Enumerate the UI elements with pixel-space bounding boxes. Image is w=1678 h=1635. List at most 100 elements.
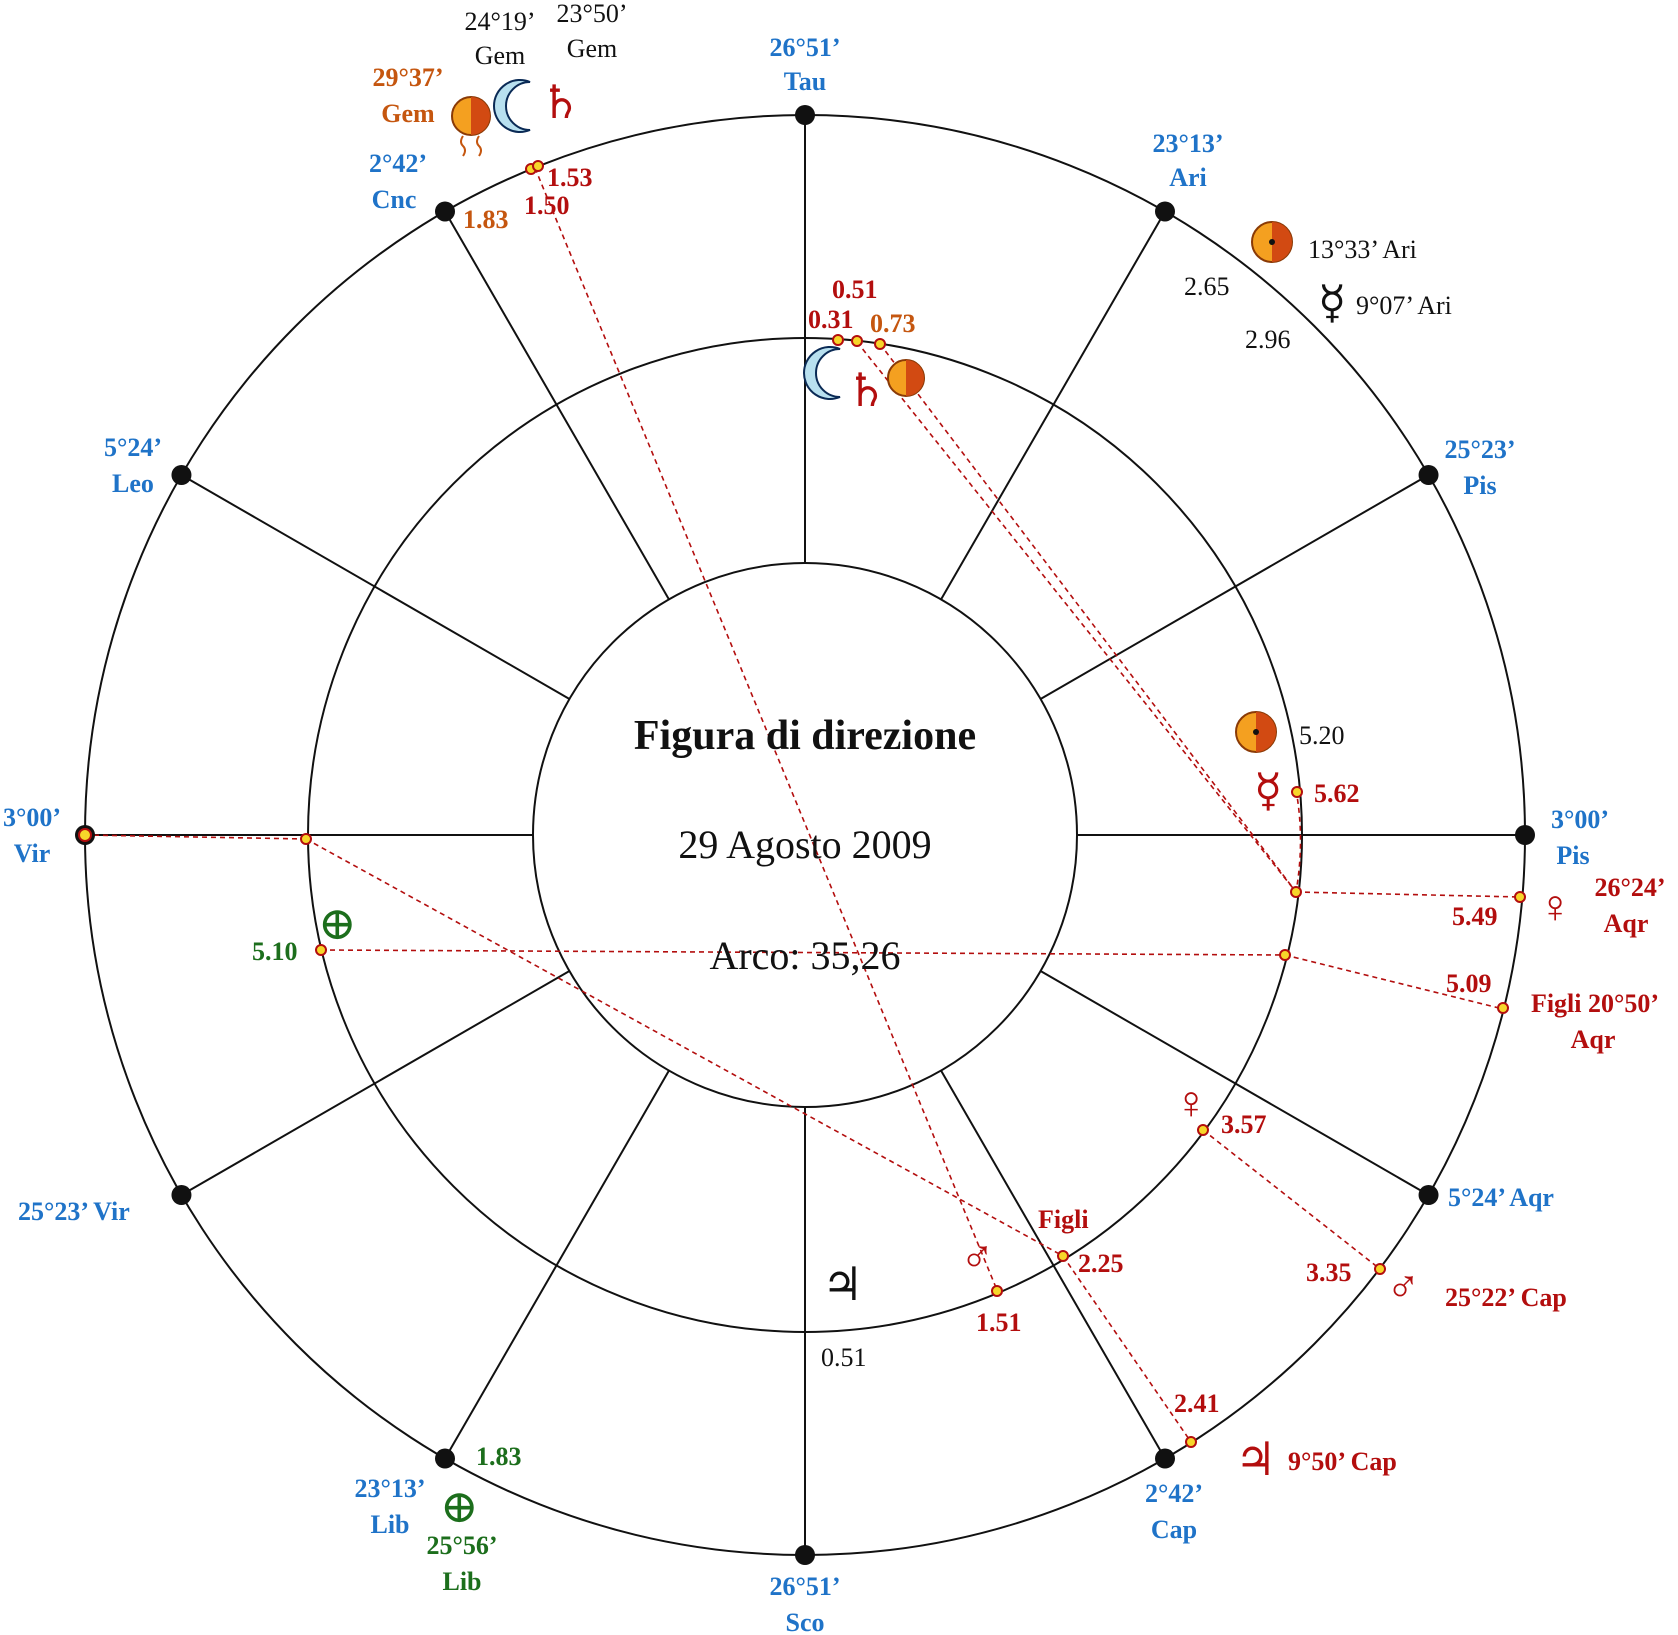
moon-icon xyxy=(803,346,841,400)
point-asc xyxy=(78,828,92,842)
cusp-label-vir-lower: 25°23’ Vir xyxy=(18,1197,130,1226)
point-sun-tau xyxy=(874,338,886,350)
cusp-dot xyxy=(1515,825,1535,845)
venus-icon: ♀ xyxy=(1174,1077,1209,1128)
label-figli: Figli xyxy=(1038,1205,1089,1234)
label-figli-aqr: Figli 20°50’Aqr xyxy=(1531,989,1659,1054)
direction-line xyxy=(856,341,1297,893)
mercury-arc xyxy=(1295,789,1302,893)
label-jupiter-cap: 9°50’ Cap xyxy=(1288,1447,1397,1476)
direction-line xyxy=(84,834,307,840)
cusp-dot xyxy=(795,105,815,125)
cusp-label-cnc: 2°42’Cnc xyxy=(369,149,427,214)
cusp-label-cap: 2°42’Cap xyxy=(1145,1479,1203,1544)
point-venus-cap xyxy=(1197,1124,1209,1136)
venus-icon: ♀ xyxy=(1538,881,1573,932)
cusp-dot xyxy=(795,1545,815,1565)
value-label: 0.73 xyxy=(870,309,916,338)
mercury-icon: ☿ xyxy=(1254,765,1282,816)
label-mars-cap: 25°22’ Cap xyxy=(1445,1283,1567,1312)
point-jupiter-cap xyxy=(1185,1436,1197,1448)
cusp-dot xyxy=(171,465,192,485)
value-label: 2.65 xyxy=(1184,272,1230,301)
cusp-label-lib: 23°13’Lib xyxy=(354,1474,425,1539)
fortune-icon: ⊕ xyxy=(318,898,357,949)
cusp-dot xyxy=(171,1185,192,1205)
mercury-icon: ☿ xyxy=(1318,277,1346,328)
point-figli-dir xyxy=(1279,949,1291,961)
house-spoke xyxy=(1040,474,1430,700)
direction-line xyxy=(534,167,998,1291)
direction-line xyxy=(305,838,1064,1257)
cusp-label-aqr: 5°24’ Aqr xyxy=(1448,1183,1554,1212)
chart-date: 29 Agosto 2009 xyxy=(678,822,931,867)
house-spoke xyxy=(180,970,570,1196)
value-label: 3.35 xyxy=(1306,1258,1352,1287)
cusp-dot xyxy=(1155,1448,1175,1469)
value-label: 2.96 xyxy=(1245,325,1291,354)
house-spoke xyxy=(940,210,1166,600)
house-spoke xyxy=(1040,970,1430,1196)
value-label: 5.09 xyxy=(1446,969,1492,998)
cusp-label-pis-upper: 25°23’Pis xyxy=(1444,435,1515,500)
label-fortune-lib: 25°56’Lib xyxy=(426,1531,497,1596)
jupiter-icon: ♃ xyxy=(1235,1434,1276,1485)
fortune-icon: ⊕ xyxy=(440,1481,479,1532)
cusp-label-pis: 3°00’Pis xyxy=(1551,805,1609,870)
label-sun-ari: 13°33’ Ari xyxy=(1308,235,1417,264)
value-label: 0.51 xyxy=(832,275,878,304)
point-venus-dir xyxy=(1290,886,1302,898)
value-label: 1.51 xyxy=(976,1308,1022,1337)
value-label: 5.62 xyxy=(1314,779,1360,808)
moon-icon xyxy=(493,79,531,133)
point-fortune xyxy=(315,944,327,956)
house-spoke xyxy=(180,474,570,700)
cusp-dot xyxy=(435,1448,455,1469)
point-mars-cap xyxy=(1374,1263,1386,1275)
cusp-label-leo: 5°24’Leo xyxy=(104,433,162,498)
value-label: 0.31 xyxy=(808,305,854,334)
value-label: 5.49 xyxy=(1452,902,1498,931)
saturn-icon: ♄ xyxy=(540,77,581,128)
cusp-labels: 26°51’Tau 23°13’Ari 25°23’Pis 3°00’Pis 5… xyxy=(3,33,1609,1635)
cusp-label-vir: 3°00’Vir xyxy=(3,803,61,868)
cusp-label-ari: 23°13’Ari xyxy=(1152,129,1223,192)
point-saturn-tau xyxy=(851,335,863,347)
label-venus-aqr: 26°24’Aqr xyxy=(1594,873,1665,938)
direction-line xyxy=(1202,1129,1381,1270)
value-label: 1.50 xyxy=(524,191,570,220)
direction-lines xyxy=(84,167,1521,1443)
direction-line xyxy=(1062,1255,1192,1443)
mars-icon: ♂ xyxy=(960,1231,995,1282)
sun-icon xyxy=(451,96,491,157)
cusp-points xyxy=(75,105,1535,1565)
arc-values: 1.53 1.50 1.83 0.51 0.31 0.73 2.65 2.96 … xyxy=(252,163,1498,1471)
value-label: 1.53 xyxy=(547,163,593,192)
cusp-dot xyxy=(1155,201,1175,222)
point-figli-aqr xyxy=(1497,1002,1509,1014)
value-label: 0.51 xyxy=(821,1343,867,1372)
point-vir xyxy=(300,833,312,845)
value-label: 2.25 xyxy=(1078,1249,1124,1278)
sun-icon xyxy=(1235,711,1277,753)
cusp-label-tau: 26°51’Tau xyxy=(769,33,840,96)
mars-icon: ♂ xyxy=(1386,1261,1421,1312)
marker-points xyxy=(78,160,1526,1448)
direction-line xyxy=(320,949,1286,956)
sun-icon xyxy=(1251,221,1293,263)
chart-arc: Arco: 35,26 xyxy=(709,933,900,978)
label-moon-gem: 24°19’Gem xyxy=(464,7,535,70)
value-label: 1.83 xyxy=(463,205,509,234)
point-saturn-gem xyxy=(532,160,544,172)
position-labels: 29°37’Gem 24°19’Gem 23°50’Gem 13°33’ Ari… xyxy=(372,0,1665,1596)
cusp-dot xyxy=(1418,1185,1439,1205)
cusp-dot xyxy=(435,201,455,222)
value-label: 5.20 xyxy=(1299,721,1345,750)
direction-line xyxy=(1295,891,1521,898)
label-mercury-ari: 9°07’ Ari xyxy=(1356,291,1452,320)
house-spoke xyxy=(940,1070,1166,1460)
point-venus-aqr xyxy=(1514,891,1526,903)
point-moon-tau xyxy=(832,334,844,346)
cusp-dot xyxy=(1418,465,1439,485)
